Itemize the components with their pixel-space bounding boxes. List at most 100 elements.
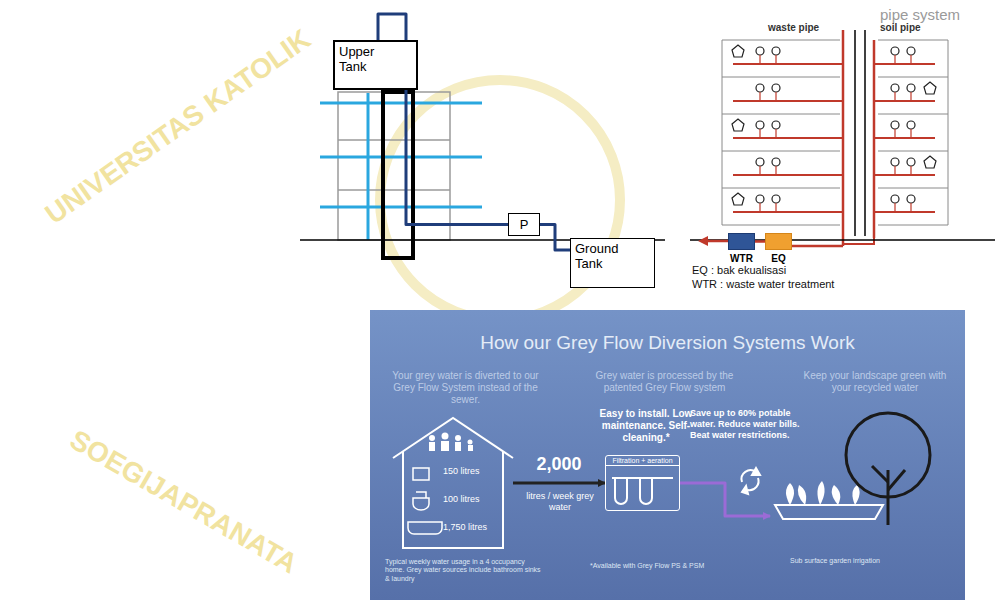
fixture-branch: [775, 166, 776, 175]
fixture-branch: [775, 129, 776, 138]
grid-line: [722, 77, 840, 78]
basin-symbol: [891, 158, 899, 166]
toilet-symbol: [732, 193, 744, 205]
fixture-branch: [759, 55, 760, 64]
key-note: EQ : bak ekualisasi: [692, 264, 786, 277]
waste-collector: [843, 238, 874, 244]
basin-symbol: [756, 195, 764, 203]
node-text: EQ: [771, 253, 785, 264]
branch-pipe: [733, 137, 843, 139]
node-text: P: [520, 217, 529, 232]
grid-line: [722, 40, 723, 225]
grid-line: [722, 225, 840, 226]
fixture-branch: [759, 129, 760, 138]
branch-pipe: [874, 63, 935, 65]
watermark: SOEGIJAPRANATA: [64, 423, 304, 581]
floor-pipe: [320, 156, 482, 159]
filter-unit: [612, 478, 673, 504]
basin-symbol: [907, 158, 915, 166]
branch-pipe: [733, 63, 843, 65]
step-heading: Your grey water is diverted to our Grey …: [388, 370, 543, 406]
grid-line: [722, 188, 840, 189]
fixture-branch: [910, 92, 911, 101]
fixture-branch: [894, 203, 895, 212]
outflow-arrowhead: [698, 236, 708, 246]
pipe-name: soil pipe: [880, 22, 921, 34]
basin-symbol: [772, 84, 780, 92]
pipe-connector: [513, 482, 605, 485]
basin-symbol: [756, 158, 764, 166]
waste-collector: [792, 245, 843, 248]
grid-line: [722, 151, 840, 152]
grid-line: [722, 114, 840, 115]
benefit-note: Save up to 60% potable water. Reduce wat…: [690, 408, 815, 440]
flow-unit: litres / week grey water: [519, 491, 601, 513]
basin-symbol: [891, 121, 899, 129]
basin-symbol: [756, 47, 764, 55]
watermark: UNIVERSITAS KATOLIK: [39, 22, 317, 231]
basin-symbol: [891, 47, 899, 55]
pipe-connector: [680, 483, 770, 516]
node-text: Filtration + aeration: [606, 456, 679, 466]
toilet-symbol: [732, 45, 744, 57]
fixture-branch: [910, 166, 911, 175]
garden-bed: [775, 505, 883, 519]
floor-line: [338, 139, 450, 141]
fixture-branch: [894, 55, 895, 64]
basin-symbol: [891, 195, 899, 203]
branch-pipe: [733, 211, 843, 213]
fixture-branch: [775, 92, 776, 101]
grid-line: [878, 188, 948, 189]
fixture-branch: [910, 129, 911, 138]
toilet-symbol: [924, 82, 936, 94]
waste-stack: [842, 30, 845, 246]
grid-line: [878, 114, 948, 115]
floor-pipe: [320, 102, 482, 105]
building-outline: [338, 92, 450, 240]
toilet-symbol: [924, 156, 936, 168]
step-heading: Keep your landscape green with your recy…: [800, 370, 950, 394]
branch-pipe: [874, 100, 935, 102]
node-text: Upper Tank: [339, 45, 387, 75]
soil-stack: [854, 30, 856, 236]
panel-title: How our Grey Flow Diversion Systems Work: [370, 332, 965, 355]
footnote: Typical weekly water usage in a 4 occupa…: [385, 558, 545, 583]
basin-symbol: [907, 84, 915, 92]
fixture-branch: [894, 129, 895, 138]
key-note: WTR : waste water treatment: [692, 278, 834, 291]
fixture-branch: [759, 92, 760, 101]
infographic-panel: [370, 310, 965, 600]
people-icons: [429, 433, 473, 452]
node-text: 150 litres: [443, 466, 480, 476]
basin-symbol: [772, 121, 780, 129]
grid-line: [878, 40, 948, 41]
feature-note: Easy to install. Low maintenance. Self-c…: [596, 408, 696, 444]
basin-symbol: [907, 47, 915, 55]
soil-stack: [864, 30, 866, 236]
flow-amount: 2,000: [536, 454, 581, 476]
tank-box: Upper Tank: [333, 40, 418, 90]
basin-symbol: [907, 195, 915, 203]
floor-pipe: [320, 206, 482, 209]
garden-area: Sub surface garden irrigation: [770, 466, 900, 566]
equalisation-box: EQ: [765, 233, 792, 250]
fixture-branch: [910, 203, 911, 212]
grid-line: [722, 40, 840, 41]
recycle-symbol: [742, 468, 760, 494]
tree: [846, 413, 930, 525]
plants: [786, 481, 860, 505]
branch-pipe: [733, 174, 843, 176]
fixture-icons: [408, 468, 442, 534]
step-heading: Grey water is processed by the patented …: [592, 370, 737, 394]
footnote: *Available with Grey Flow PS & PSM: [590, 562, 705, 570]
filter-unit-box: Filtration + aeration: [605, 455, 680, 511]
pipe-shaft: [383, 92, 413, 258]
outflow-pipe: [706, 240, 728, 243]
basin-symbol: [907, 121, 915, 129]
pipe-grid: [722, 40, 948, 225]
pipe-connector: [540, 225, 570, 251]
node-text: Sub surface garden irrigation: [770, 557, 900, 564]
node-text: Ground Tank: [575, 242, 627, 272]
